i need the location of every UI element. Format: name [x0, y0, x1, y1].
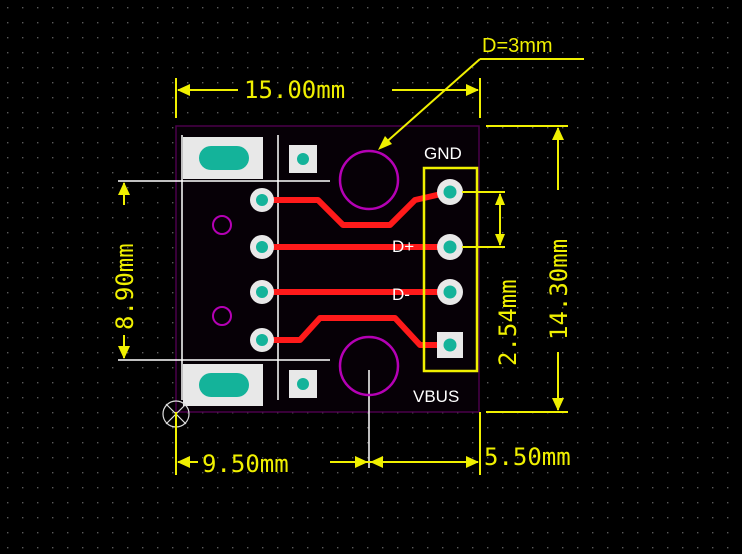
square-pad-bottom [289, 370, 317, 398]
locating-hole-1 [212, 215, 232, 235]
trace-gnd [262, 189, 451, 228]
header-outline [422, 166, 479, 373]
mounting-hole-bottom [338, 335, 400, 397]
usb-pad-2 [250, 235, 274, 259]
dimension-left-offset: 9.50mm [202, 450, 289, 478]
square-pad-top [289, 145, 317, 173]
usb-pad-3 [250, 280, 274, 304]
usb-shield-pad-top [183, 137, 263, 179]
header-pin-dplus [437, 234, 463, 260]
header-pin-vbus [437, 332, 463, 358]
locating-hole-2 [212, 306, 232, 326]
label-gnd: GND [424, 144, 462, 163]
usb-shield-pad-bottom [183, 364, 263, 406]
usb-signal-pads [250, 188, 274, 352]
dimension-lines [118, 58, 584, 475]
dimension-right-offset: 5.50mm [484, 443, 571, 471]
header-pin-gnd [437, 179, 463, 205]
label-vbus: VBUS [413, 387, 459, 406]
dimension-width-total: 15.00mm [244, 76, 345, 104]
dimension-pitch: 2.54mm [494, 279, 522, 366]
dimension-drill: D=3mm [482, 35, 553, 57]
label-dplus: D+ [392, 237, 414, 256]
header-pins [437, 179, 463, 358]
traces [262, 189, 451, 348]
label-dminus: D- [392, 285, 410, 304]
dimension-height-total: 14.30mm [545, 239, 573, 340]
dimension-height-inner: 8.90mm [111, 243, 139, 330]
usb-pad-4 [250, 328, 274, 352]
header-pin-dminus [437, 279, 463, 305]
mounting-hole-top [338, 149, 400, 211]
usb-pad-1 [250, 188, 274, 212]
